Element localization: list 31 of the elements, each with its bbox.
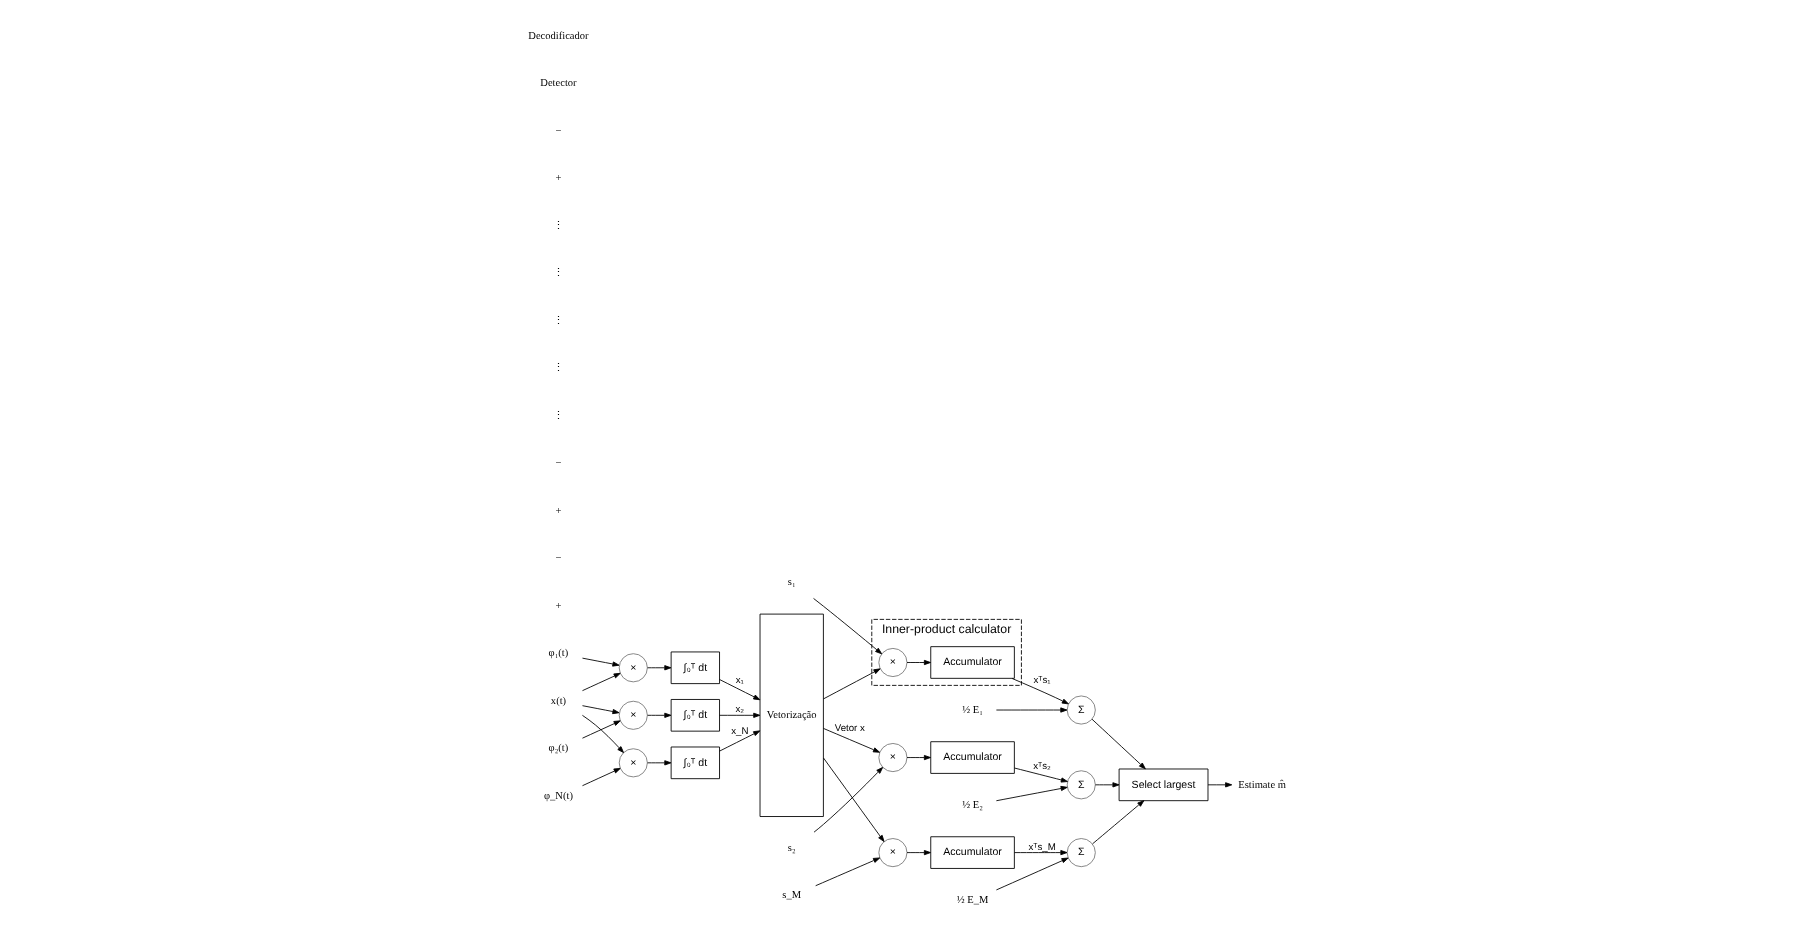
arrow [994,707,1067,713]
arrow [581,767,620,787]
arrow [1090,718,1145,770]
arrow [994,857,1068,891]
arrow [646,665,671,671]
arrow [1013,767,1067,783]
arrow [812,767,883,833]
arrow [822,668,880,700]
arrow [1206,782,1232,788]
arrow [718,679,760,701]
arrow [905,754,930,761]
arrow [718,730,760,752]
arrow [814,857,880,887]
arrow [1091,800,1144,845]
arrow [646,712,671,718]
arrow [581,657,619,667]
arrow [718,712,760,718]
arrow [1010,678,1068,705]
arrow [1013,850,1067,856]
arrow [905,659,930,666]
arrow [646,760,671,766]
arrow [581,705,619,715]
arrow [581,720,620,739]
arrow [822,728,880,753]
arrow [905,850,930,856]
arrow [580,714,623,754]
arrow [581,672,620,692]
arrow [1094,782,1119,788]
arrow [822,757,884,842]
arrow [994,785,1067,802]
arrow [812,598,882,655]
